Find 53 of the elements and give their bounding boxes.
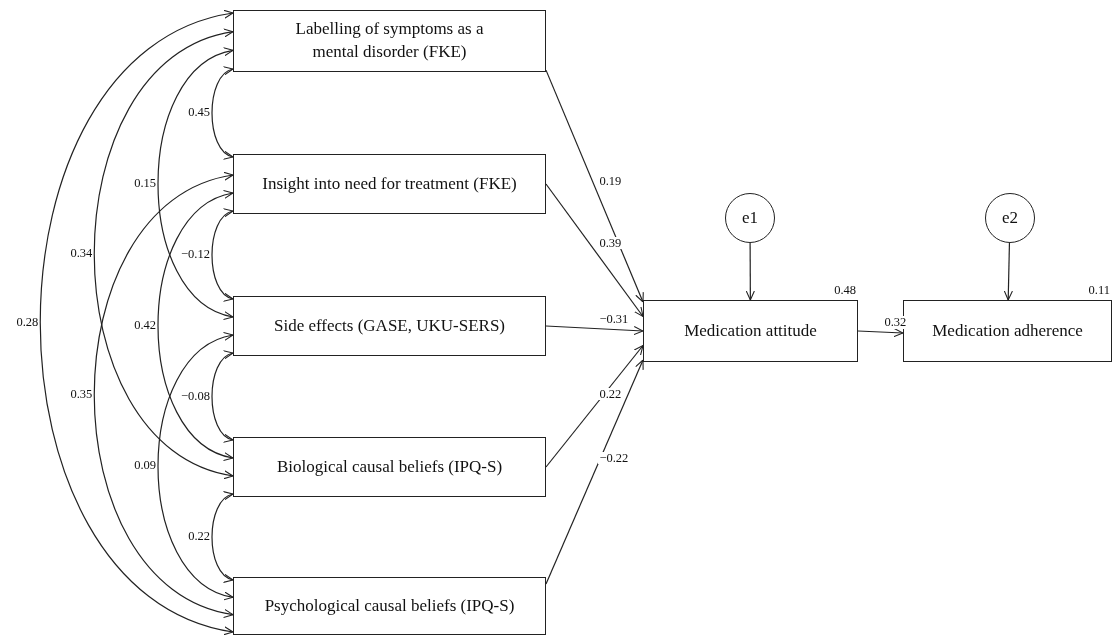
error-label: e1 bbox=[740, 206, 759, 229]
correlation-value: −0.12 bbox=[181, 248, 210, 261]
variable-box bbox=[643, 300, 858, 362]
path-coefficient: −0.22 bbox=[598, 451, 630, 464]
variable-label: Insight into need for treatment (FKE) bbox=[261, 172, 518, 195]
variable-label: Side effects (GASE, UKU-SERS) bbox=[272, 314, 507, 337]
variable-label: Medication adherence bbox=[931, 319, 1084, 342]
covariance-arrow bbox=[211, 68, 234, 158]
path-arrow bbox=[545, 344, 644, 468]
path-coefficient: −0.31 bbox=[598, 312, 630, 326]
path-coefficient: 0.22 bbox=[598, 387, 623, 401]
r-squared-value: 0.11 bbox=[1088, 284, 1110, 297]
covariance-arrow bbox=[211, 210, 234, 300]
variable-box bbox=[233, 10, 546, 72]
covariance-arrow bbox=[211, 352, 234, 441]
correlation-value: 0.09 bbox=[134, 459, 156, 472]
path-arrow bbox=[545, 183, 644, 318]
correlation-value: 0.35 bbox=[70, 387, 93, 401]
path-arrow bbox=[545, 359, 644, 585]
correlation-value: −0.08 bbox=[181, 389, 210, 402]
covariance-arrow bbox=[93, 173, 234, 617]
correlation-value: 0.22 bbox=[188, 530, 210, 543]
covariance-arrow bbox=[39, 11, 234, 634]
r-squared-value: 0.48 bbox=[834, 284, 856, 297]
variable-box bbox=[233, 437, 546, 497]
path-arrow bbox=[857, 328, 904, 338]
covariance-arrow bbox=[157, 191, 234, 460]
path-coefficient: 0.19 bbox=[598, 174, 623, 188]
covariance-arrow bbox=[157, 49, 234, 319]
variable-box bbox=[233, 296, 546, 356]
error-circle bbox=[985, 193, 1035, 243]
path-arrow bbox=[545, 325, 644, 336]
error-label: e2 bbox=[1000, 206, 1019, 229]
correlation-value: 0.45 bbox=[188, 106, 210, 119]
variable-box bbox=[233, 154, 546, 214]
variable-label: Labelling of symptoms as a mental disorder (FKE) bbox=[294, 18, 485, 63]
correlation-value: 0.28 bbox=[16, 315, 39, 328]
variable-label: Medication attitude bbox=[683, 319, 818, 342]
error-circle bbox=[725, 193, 775, 243]
correlation-value: 0.42 bbox=[134, 318, 156, 331]
variable-label: Biological causal beliefs (IPQ-S) bbox=[275, 455, 504, 478]
variable-label: Psychological causal beliefs (IPQ-S) bbox=[263, 594, 516, 617]
covariance-arrow bbox=[211, 493, 234, 581]
covariance-arrow bbox=[93, 30, 234, 478]
path-arrow bbox=[545, 69, 644, 303]
path-coefficient: 0.39 bbox=[598, 236, 623, 250]
variable-box bbox=[233, 577, 546, 635]
path-arrow bbox=[1003, 242, 1013, 301]
correlation-value: 0.15 bbox=[134, 176, 156, 190]
path-arrow bbox=[745, 242, 755, 301]
path-coefficient: 0.32 bbox=[883, 316, 908, 329]
correlation-value: 0.34 bbox=[70, 246, 93, 260]
covariance-arrow bbox=[157, 333, 234, 599]
